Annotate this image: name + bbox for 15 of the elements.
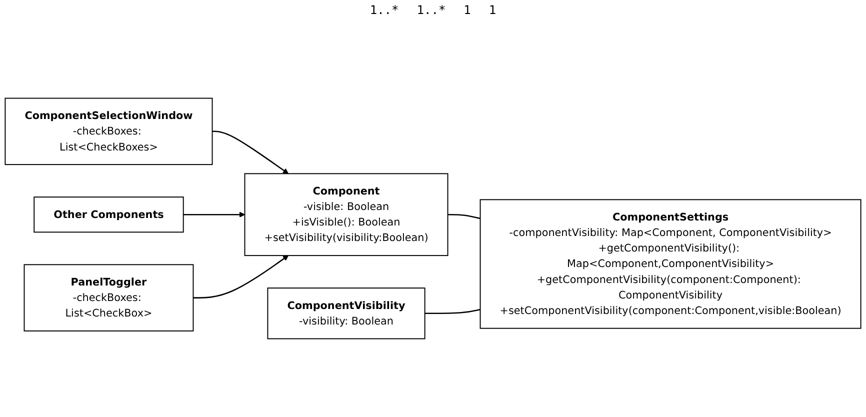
node-box: Component -visible: Boolean +isVisible(): Boolean +setVisibility(visibility:Boolean) [244,173,448,256]
multiplicity-label: 1 [488,3,496,17]
node-box: PanelToggler -checkBoxes: List<CheckBox> [24,264,194,332]
multiplicity-label: 1 [464,3,471,17]
multiplicity-label: 1..* [370,3,399,17]
arrow [183,212,246,218]
multiplicity-label: 1..* [416,3,446,17]
node-box: ComponentSelectionWindow -checkBoxes: List<CheckBoxes> [4,98,213,166]
node-box: ComponentVisibility -visibility: Boolean [267,288,426,340]
node-box: ComponentSettings -componentVisibility: Map<Component, ComponentVisibility> +getComponentVisibility(): Map<Component,ComponentVisibility> +getComponentVisibility(component:Component): ComponentVisibility +setComponentVisibility(component:Component,visible:Boolean) [480,199,862,329]
connector [448,214,480,220]
node-box: Other Components [34,196,184,233]
arrow [193,255,289,298]
arrow [212,130,289,174]
connector [424,308,480,314]
